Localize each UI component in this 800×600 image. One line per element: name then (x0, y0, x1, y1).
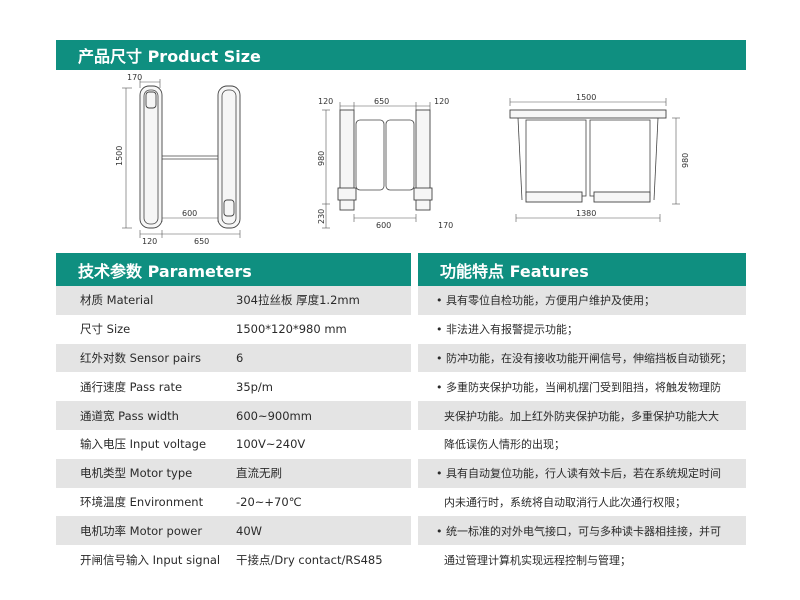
param-label: 尺寸 Size (80, 322, 131, 337)
param-value: 直流无刷 (236, 466, 282, 481)
feature-text: • 具有自动复位功能，行人读有效卡后，若在系统规定时间 (436, 467, 721, 481)
param-label: 通行速度 Pass rate (80, 379, 183, 394)
side-cabinet-right (217, 85, 241, 229)
param-label: 电机类型 Motor type (80, 466, 193, 481)
param-value: 600~900mm (236, 408, 312, 423)
list-item: 夹保护功能。加上红外防夹保护功能，多重保护功能大大 (418, 401, 746, 430)
parameters-table: 材质 Material 304拉丝板 厚度1.2mm 尺寸 Size 1500*12… (56, 286, 411, 574)
side-view-drawing: 170 1500 600 1 (115, 73, 241, 246)
drawings-svg: 170 1500 600 1 (115, 73, 690, 246)
side-dim-600: 600 (182, 209, 197, 218)
side-dim-120: 120 (142, 237, 157, 246)
technical-drawings: 170 1500 600 1 (56, 70, 746, 248)
table-row: 环境温度 Environment -20~+70℃ (56, 488, 411, 517)
front-dim-650: 650 (374, 97, 389, 106)
table-row: 输入电压 Input voltage 100V~240V (56, 430, 411, 459)
list-item: • 防冲功能，在没有接收功能开闸信号，伸缩挡板自动锁死； (418, 343, 746, 373)
table-row: 尺寸 Size 1500*120*980 mm (56, 315, 411, 344)
param-value: 304拉丝板 厚度1.2mm (236, 293, 360, 308)
top-beam (509, 109, 667, 119)
top-dim-980: 980 (681, 153, 690, 168)
side-dim-1500: 1500 (115, 146, 124, 166)
feature-text: • 非法进入有报警提示功能； (436, 323, 578, 337)
table-row: 红外对数 Sensor pairs 6 (56, 343, 411, 373)
list-item: • 具有自动复位功能，行人读有效卡后，若在系统规定时间 (418, 458, 746, 488)
list-item: • 统一标准的对外电气接口，可与多种读卡器相挂接，并可 (418, 516, 746, 546)
list-item: • 具有零位自检功能，方便用户维护及使用； (418, 286, 746, 315)
front-dim-980: 980 (317, 151, 326, 166)
param-label: 开闸信号输入 Input signal (80, 552, 221, 567)
table-row: 通行速度 Pass rate 35p/m (56, 372, 411, 401)
feature-text: 夹保护功能。加上红外防夹保护功能，多重保护功能大大 (444, 409, 719, 423)
side-dim-650: 650 (194, 237, 209, 246)
front-dim-120-left: 120 (318, 97, 333, 106)
features-header: 功能特点 Features (418, 253, 746, 286)
top-view-drawing: 1500 980 1380 (509, 93, 690, 222)
table-row: 材质 Material 304拉丝板 厚度1.2mm (56, 286, 411, 315)
feature-text: 内未通行时，系统将自动取消行人此次通行权限； (444, 495, 686, 509)
side-dim-170: 170 (127, 73, 142, 82)
product-size-header: 产品尺寸 Product Size (56, 40, 746, 70)
param-label: 电机功率 Motor power (80, 523, 203, 538)
param-label: 环境温度 Environment (80, 494, 204, 509)
table-row: 电机类型 Motor type 直流无刷 (56, 458, 411, 488)
param-value: 6 (236, 350, 244, 365)
feature-text: • 多重防夹保护功能，当闸机摆门受到阻挡，将触发物理防 (436, 380, 721, 394)
top-dim-1380: 1380 (576, 209, 596, 218)
table-row: 开闸信号输入 Input signal 干接点/Dry contact/RS485 (56, 545, 411, 574)
features-title: 功能特点 Features (440, 261, 589, 281)
front-view-drawing: 120 650 120 980 230 600 170 (317, 97, 453, 230)
top-dim-1500: 1500 (576, 93, 596, 102)
list-item: • 非法进入有报警提示功能； (418, 315, 746, 344)
param-label: 材质 Material (80, 293, 154, 308)
front-dim-170: 170 (438, 221, 453, 230)
feature-text: 降低误伤人情形的出现； (444, 438, 565, 452)
parameters-title: 技术参数 Parameters (78, 261, 252, 281)
front-dim-120-right: 120 (434, 97, 449, 106)
front-dim-600: 600 (376, 221, 391, 230)
product-size-title: 产品尺寸 Product Size (78, 47, 261, 66)
param-value: 35p/m (236, 379, 274, 394)
param-value: 干接点/Dry contact/RS485 (236, 552, 383, 567)
list-item: 降低误伤人情形的出现； (418, 430, 746, 459)
front-cabinet-left (339, 109, 355, 211)
list-item: 内未通行时，系统将自动取消行人此次通行权限； (418, 488, 746, 517)
front-dim-230: 230 (317, 209, 326, 224)
param-value: 1500*120*980 mm (236, 322, 347, 337)
feature-text: • 具有零位自检功能，方便用户维护及使用； (436, 294, 655, 308)
table-row: 电机功率 Motor power 40W (56, 516, 411, 546)
param-label: 输入电压 Input voltage (80, 437, 207, 452)
table-row: 通道宽 Pass width 600~900mm (56, 401, 411, 430)
front-cabinet-right (415, 109, 431, 211)
param-value: 40W (236, 523, 263, 538)
param-value: 100V~240V (236, 437, 306, 452)
side-cabinet-left (139, 85, 163, 229)
param-value: -20~+70℃ (236, 494, 302, 509)
param-label: 通道宽 Pass width (80, 408, 179, 423)
param-label: 红外对数 Sensor pairs (80, 350, 201, 365)
feature-text: • 防冲功能，在没有接收功能开闸信号，伸缩挡板自动锁死； (436, 351, 732, 365)
parameters-header: 技术参数 Parameters (56, 253, 411, 286)
list-item: 通过管理计算机实现远程控制与管理； (418, 545, 746, 574)
features-list: • 具有零位自检功能，方便用户维护及使用； • 非法进入有报警提示功能； • 防… (418, 286, 746, 574)
feature-text: • 统一标准的对外电气接口，可与多种读卡器相挂接，并可 (436, 524, 721, 538)
feature-text: 通过管理计算机实现远程控制与管理； (444, 553, 631, 567)
list-item: • 多重防夹保护功能，当闸机摆门受到阻挡，将触发物理防 (418, 372, 746, 401)
